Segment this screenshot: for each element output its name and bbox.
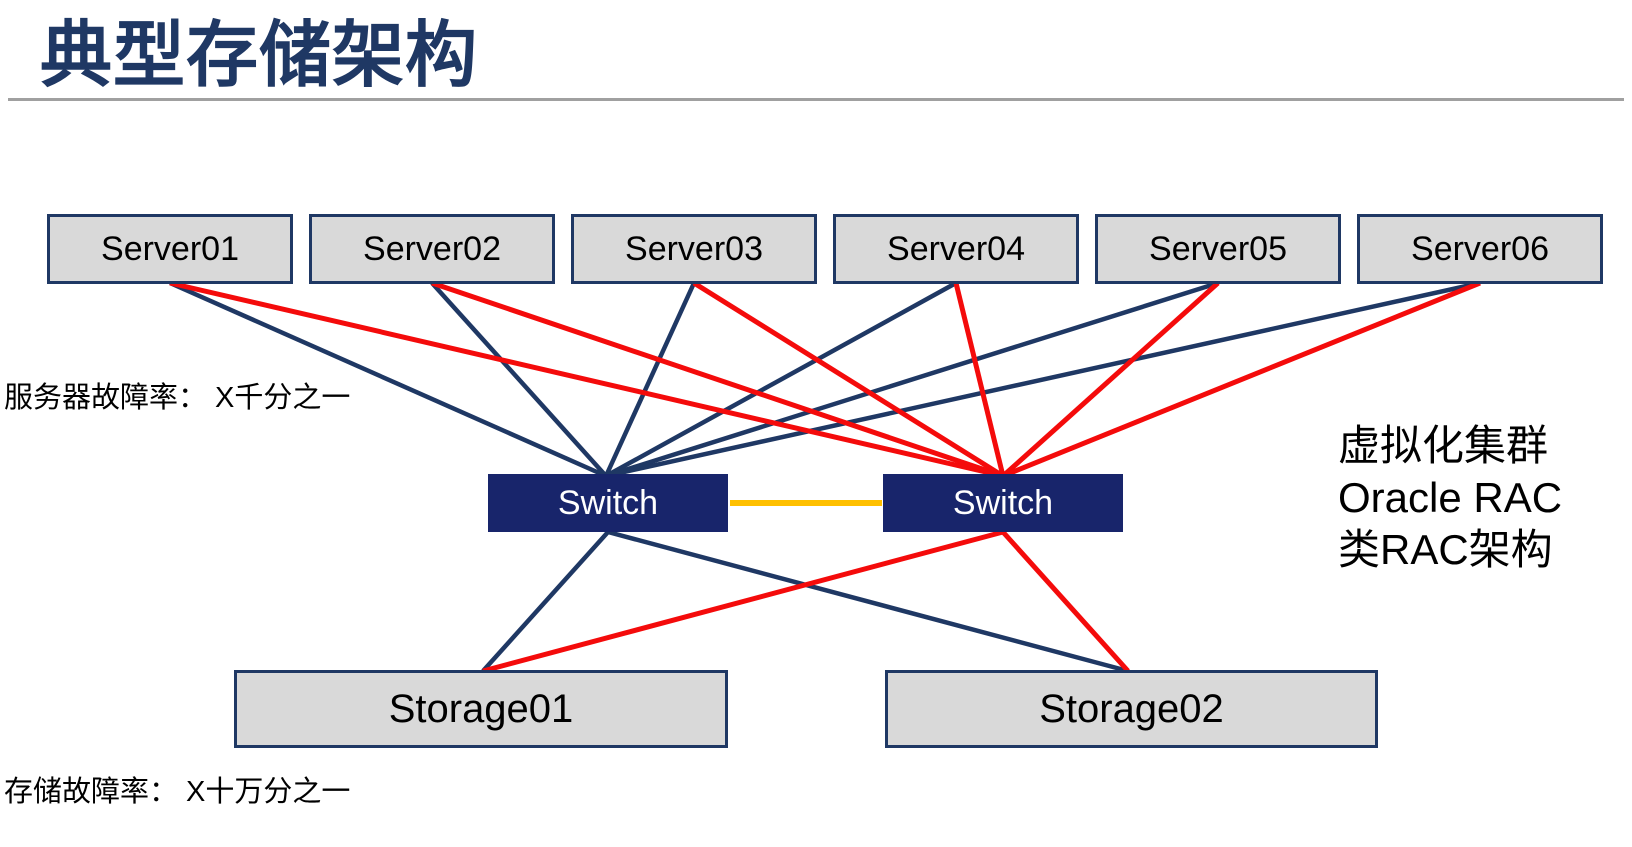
edge-server03-to-switch-left xyxy=(603,282,697,477)
edge-server01-to-switch-right xyxy=(169,280,1004,479)
node-storage02: Storage02 xyxy=(885,670,1378,748)
cluster-type-note: 虚拟化集群 Oracle RAC 类RAC架构 xyxy=(1338,420,1562,576)
node-server03: Server03 xyxy=(571,214,817,284)
edge-server06-to-switch-right xyxy=(1002,280,1481,479)
edge-server02-to-switch-right xyxy=(431,280,1004,479)
edge-switch-right-to-storage01 xyxy=(482,529,1004,674)
cluster-note-line-2: Oracle RAC xyxy=(1338,474,1563,521)
title-divider-line xyxy=(8,98,1624,101)
edge-server05-to-switch-right xyxy=(1001,281,1220,478)
edge-switch-left-to-storage01 xyxy=(481,530,610,673)
edge-server06-to-switch-left xyxy=(605,280,1481,479)
edge-server01-to-switch-left xyxy=(169,280,607,479)
edge-switch-left-to-storage02 xyxy=(607,529,1129,674)
edge-server02-to-switch-left xyxy=(430,281,608,478)
edge-server04-to-switch-right xyxy=(953,282,1006,477)
edge-server04-to-switch-left xyxy=(604,281,958,478)
slide-title: 典型存储架构 xyxy=(40,16,479,96)
node-server01: Server01 xyxy=(47,214,293,284)
node-server04: Server04 xyxy=(833,214,1079,284)
node-server05: Server05 xyxy=(1095,214,1341,284)
edge-server05-to-switch-left xyxy=(605,280,1219,479)
node-switch-right: Switch xyxy=(883,474,1123,532)
storage-failure-rate-label: 存储故障率： X十万分之一 xyxy=(4,776,351,808)
edge-server03-to-switch-right xyxy=(692,280,1005,479)
node-server06: Server06 xyxy=(1357,214,1603,284)
node-storage01: Storage01 xyxy=(234,670,728,748)
cluster-note-line-1: 虚拟化集群 xyxy=(1338,422,1549,469)
node-server02: Server02 xyxy=(309,214,555,284)
edge-switch-right-to-storage02 xyxy=(1001,530,1130,673)
cluster-note-line-3: 类RAC架构 xyxy=(1338,526,1553,573)
server-failure-rate-label: 服务器故障率： X千分之一 xyxy=(4,382,351,414)
node-switch-left: Switch xyxy=(488,474,728,532)
